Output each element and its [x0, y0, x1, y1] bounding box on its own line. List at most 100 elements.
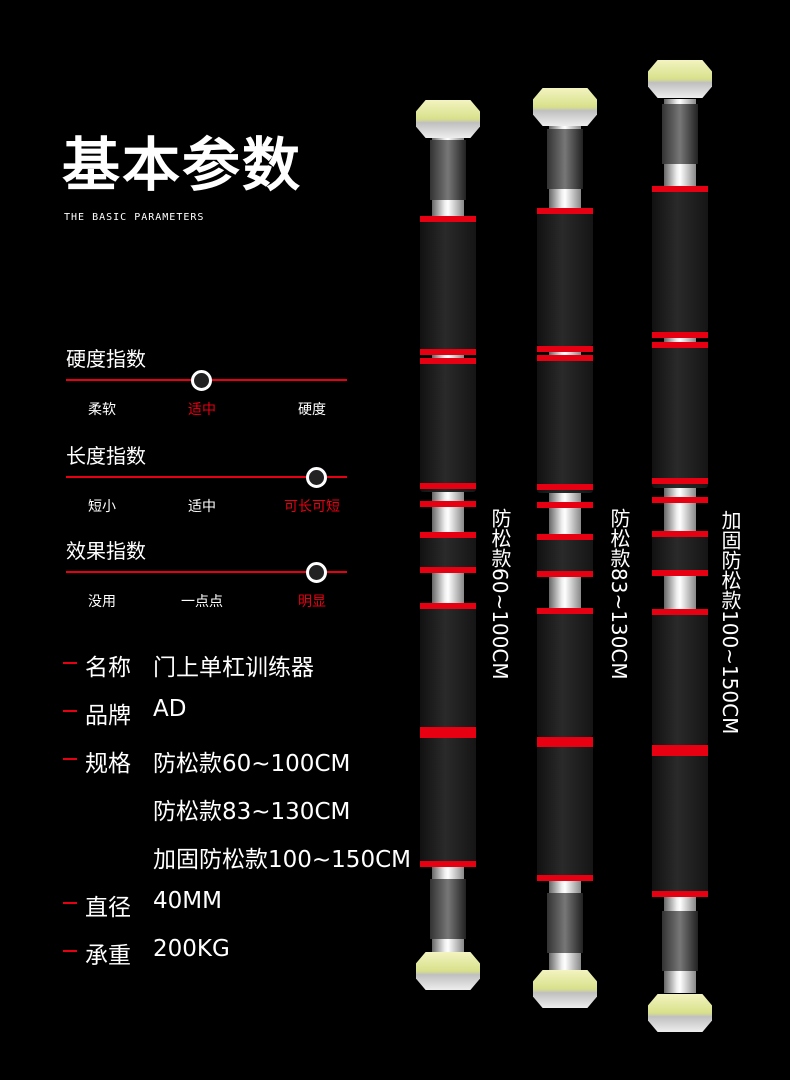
index-option: 可长可短 — [284, 499, 340, 515]
bar-segment — [652, 497, 708, 503]
spec-key: 品牌 — [85, 703, 131, 729]
spec-value: AD — [153, 696, 187, 722]
bar-segment — [420, 483, 476, 489]
index-knob — [306, 562, 328, 583]
bar-segment — [537, 608, 593, 614]
bar-segment — [652, 531, 708, 575]
bar-segment — [537, 608, 593, 737]
bar-segment — [537, 741, 593, 879]
bar-segment — [420, 358, 476, 364]
spec-value: 防松款83~130CM — [153, 799, 351, 825]
bar-segment — [652, 531, 708, 537]
bar-segment — [652, 745, 708, 751]
index-option: 短小 — [88, 499, 116, 515]
index-label: 长度指数 — [66, 444, 146, 468]
bar-segment — [420, 727, 476, 733]
index-track — [66, 571, 347, 573]
index-option: 明显 — [298, 594, 326, 610]
bar-segment — [537, 355, 593, 361]
bar-segment — [430, 140, 466, 200]
spec-value: 门上单杠训练器 — [153, 655, 314, 681]
bar-segment — [652, 186, 708, 332]
bar-segment — [420, 532, 476, 538]
index-option: 适中 — [188, 499, 216, 515]
bar-segment — [420, 216, 476, 222]
bar-segment — [420, 216, 476, 350]
bar-segment — [537, 502, 593, 508]
index-option: 没用 — [88, 594, 116, 610]
bar-segment — [420, 349, 476, 355]
top-cap — [533, 88, 597, 126]
bar-segment — [652, 186, 708, 192]
index-label: 效果指数 — [66, 539, 146, 563]
bar-segment — [420, 732, 476, 866]
index-option: 硬度 — [298, 402, 326, 418]
bar-segment — [537, 534, 593, 575]
index-option: 一点点 — [181, 594, 223, 610]
bar-segment — [430, 879, 466, 939]
bar-segment — [537, 346, 593, 352]
bar-segment — [652, 750, 708, 756]
bar-segment — [652, 609, 708, 615]
bar-segment — [420, 501, 476, 507]
bar-segment — [537, 534, 593, 540]
bar-segment — [420, 603, 476, 609]
pullup-bar-60-100 — [416, 100, 480, 990]
dash-icon — [63, 662, 77, 664]
dash-icon — [63, 902, 77, 904]
index-knob — [190, 370, 212, 391]
bar-segment — [652, 609, 708, 745]
page-title: 基本参数 — [62, 131, 303, 199]
dash-icon — [63, 710, 77, 712]
bar-segment — [662, 104, 698, 164]
pullup-bar-83-130 — [533, 88, 597, 1008]
bar-segment — [652, 891, 708, 897]
index-track — [66, 476, 347, 478]
bottom-cap — [416, 952, 480, 990]
bar-segment — [652, 750, 708, 896]
spec-value: 200KG — [153, 936, 230, 962]
spec-value: 加固防松款100~150CM — [153, 847, 411, 873]
bar-segment — [537, 484, 593, 490]
bar-segment — [537, 208, 593, 346]
bar-label: 防松款60~100CM — [488, 508, 512, 680]
spec-key: 直径 — [85, 895, 131, 921]
index-option: 适中 — [188, 402, 216, 418]
bar-segment — [537, 355, 593, 493]
index-label: 硬度指数 — [66, 347, 146, 371]
index-option: 柔软 — [88, 402, 116, 418]
bar-segment — [537, 741, 593, 747]
bar-segment — [537, 737, 593, 743]
spec-key: 承重 — [85, 943, 131, 969]
top-cap — [416, 100, 480, 138]
spec-value: 40MM — [153, 888, 222, 914]
bar-segment — [547, 893, 583, 953]
bar-label: 加固防松款100~150CM — [718, 510, 742, 735]
dash-icon — [63, 950, 77, 952]
bar-segment — [537, 875, 593, 881]
spec-key: 名称 — [85, 655, 131, 681]
bar-segment — [420, 532, 476, 572]
index-knob — [306, 467, 328, 488]
bar-segment — [652, 342, 708, 488]
page-subtitle: THE BASIC PARAMETERS — [64, 212, 205, 223]
bar-segment — [420, 732, 476, 738]
bar-segment — [537, 571, 593, 577]
bar-segment — [420, 567, 476, 573]
bottom-cap — [648, 994, 712, 1032]
bar-segment — [420, 603, 476, 728]
bar-segment — [662, 911, 698, 971]
spec-value: 防松款60~100CM — [153, 751, 351, 777]
bar-segment — [420, 358, 476, 492]
bar-segment — [537, 208, 593, 214]
spec-key: 规格 — [85, 751, 131, 777]
pullup-bar-100-150 — [648, 60, 712, 1032]
bar-segment — [547, 129, 583, 189]
bottom-cap — [533, 970, 597, 1008]
bar-segment — [652, 570, 708, 576]
bar-label: 防松款83~130CM — [607, 508, 631, 680]
top-cap — [648, 60, 712, 98]
dash-icon — [63, 758, 77, 760]
bar-segment — [652, 478, 708, 484]
bar-segment — [652, 332, 708, 338]
